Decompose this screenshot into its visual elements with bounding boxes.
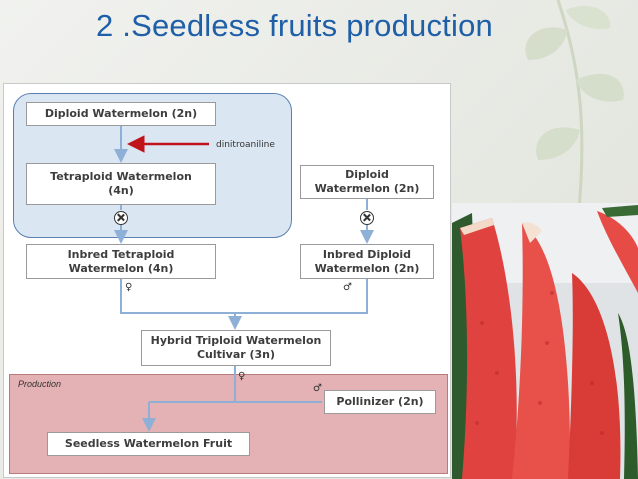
cross-left-icon bbox=[114, 211, 128, 225]
female-symbol-icon: ♀ bbox=[238, 371, 246, 382]
flow-arrows bbox=[114, 126, 374, 432]
box-diploid-watermelon-right: Diploid Watermelon (2n) bbox=[300, 165, 434, 199]
box-tetraploid-watermelon: Tetraploid Watermelon (4n) bbox=[26, 163, 216, 205]
box-seedless-watermelon-fruit: Seedless Watermelon Fruit bbox=[47, 432, 250, 456]
box-hybrid-triploid: Hybrid Triploid Watermelon Cultivar (3n) bbox=[141, 330, 331, 366]
male-symbol-icon: ♂ bbox=[343, 282, 352, 293]
male-symbol-icon: ♂ bbox=[313, 383, 322, 394]
box-pollinizer: Pollinizer (2n) bbox=[324, 390, 436, 414]
production-label: Production bbox=[18, 379, 62, 389]
cross-right-icon bbox=[360, 211, 374, 225]
dinitroaniline-label: dinitroaniline bbox=[216, 140, 275, 150]
box-inbred-diploid: Inbred Diploid Watermelon (2n) bbox=[300, 244, 434, 279]
slide-title: 2 .Seedless fruits production bbox=[96, 8, 493, 43]
leaf-decoration-icon bbox=[525, 0, 624, 220]
flow-diagram: Production Diploid Watermelon (2n) Tetra… bbox=[3, 83, 451, 478]
watermelon-photo bbox=[452, 203, 638, 479]
box-inbred-tetraploid: Inbred Tetraploid Watermelon (4n) bbox=[26, 244, 216, 279]
arrow-inbreds-to-hybrid bbox=[120, 279, 368, 314]
box-diploid-watermelon-top: Diploid Watermelon (2n) bbox=[26, 102, 216, 126]
female-symbol-icon: ♀ bbox=[125, 282, 133, 293]
